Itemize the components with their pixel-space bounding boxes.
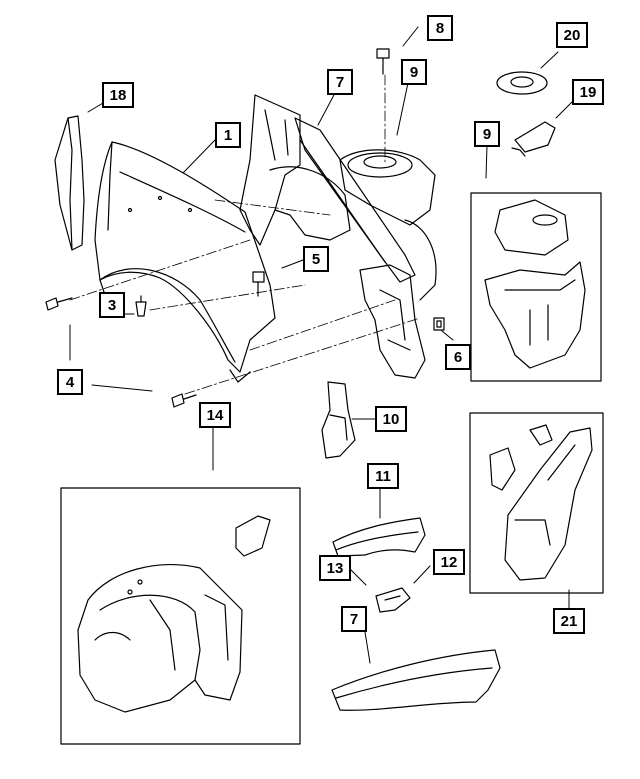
- callout-4: 4: [57, 369, 83, 395]
- part-18-trim-strip: [54, 115, 85, 251]
- detail-box-9: [470, 192, 602, 382]
- alignment-lines: [69, 74, 421, 395]
- callout-9-upper: 9: [401, 59, 427, 85]
- callout-14: 14: [199, 402, 231, 428]
- callout-6: 6: [445, 344, 471, 370]
- callout-10: 10: [375, 406, 407, 432]
- callout-19: 19: [572, 79, 604, 105]
- part-10-bracket: [321, 381, 356, 459]
- callout-9-right: 9: [474, 121, 500, 147]
- leader-lines: [69, 26, 573, 664]
- part-12-plate: [375, 587, 411, 613]
- part-6-clip: [433, 317, 445, 331]
- callout-11: 11: [367, 463, 399, 489]
- part-5-bolt: [252, 271, 265, 297]
- part-4-bolt-upper: [45, 297, 73, 311]
- callout-1: 1: [215, 122, 241, 148]
- detail-box-14: [60, 487, 301, 745]
- part-20-washer: [496, 71, 548, 95]
- part-8-bolt: [376, 48, 390, 75]
- callout-12: 12: [433, 549, 465, 575]
- detail-box-21: [469, 412, 604, 594]
- part-1-fender: [94, 141, 276, 383]
- part-19-bracket: [511, 121, 556, 157]
- part-11-reinforcement: [332, 517, 426, 557]
- callout-18: 18: [102, 82, 134, 108]
- callout-3: 3: [99, 292, 125, 318]
- callout-7-upper: 7: [327, 69, 353, 95]
- part-4-bolt-lower: [171, 393, 197, 408]
- part-7-rail: [331, 649, 501, 711]
- callout-5: 5: [303, 246, 329, 272]
- callout-21: 21: [553, 608, 585, 634]
- part-inner-structure: [239, 94, 437, 379]
- callout-13: 13: [319, 555, 351, 581]
- callout-20: 20: [556, 22, 588, 48]
- callout-8: 8: [427, 15, 453, 41]
- callout-7-lower: 7: [341, 606, 367, 632]
- part-3-bolt: [135, 295, 147, 317]
